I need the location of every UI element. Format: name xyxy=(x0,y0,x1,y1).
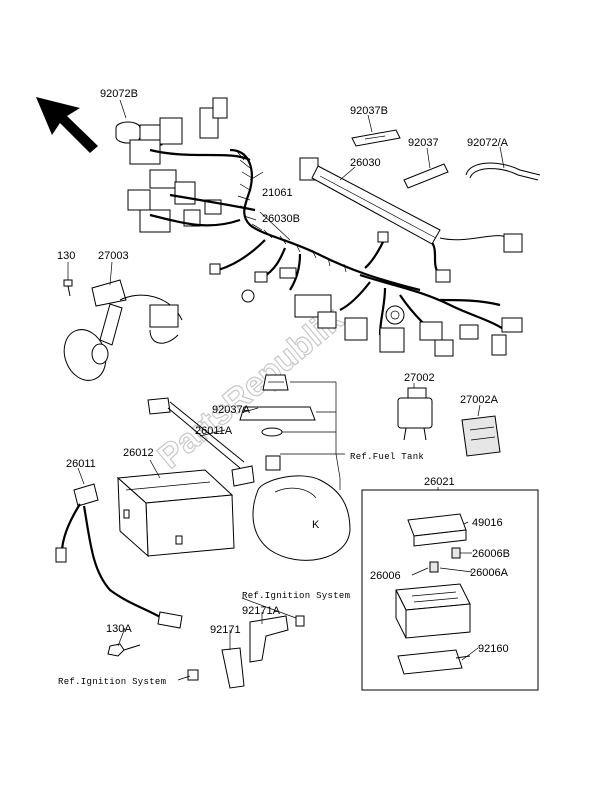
label-26011: 26011 xyxy=(66,458,96,470)
part-26011-cable[interactable] xyxy=(55,483,183,629)
label-26006B: 26006B xyxy=(472,548,510,560)
label-26021: 26021 xyxy=(424,476,455,488)
label-27002A: 27002A xyxy=(460,394,499,406)
part-27002A-connector[interactable] xyxy=(461,415,501,457)
ref-ignition-system-lower: Ref.Ignition System xyxy=(58,677,166,687)
label-92037A: 92037A xyxy=(212,404,251,416)
label-92171A: 92171A xyxy=(242,605,281,617)
label-26011A: 26011A xyxy=(195,425,233,437)
label-26006: 26006 xyxy=(370,570,401,582)
part-92171A-bracket[interactable] xyxy=(249,615,305,663)
box-26021-group xyxy=(361,489,539,691)
part-27002-switch[interactable] xyxy=(397,387,433,441)
label-92037: 92037 xyxy=(408,137,439,149)
direction-arrow-icon xyxy=(36,97,98,153)
label-27002: 27002 xyxy=(404,372,435,384)
part-92160-cover[interactable] xyxy=(397,649,471,675)
part-92037B-clamp[interactable] xyxy=(351,129,401,147)
part-92037-clamp[interactable] xyxy=(403,163,449,189)
label-26030: 26030 xyxy=(350,157,381,169)
label-92072B: 92072B xyxy=(100,88,138,100)
part-fuel-tank-group[interactable]: K xyxy=(239,374,351,561)
part-26006B-fuse[interactable] xyxy=(451,547,461,559)
part-26021-junction-box[interactable] xyxy=(395,583,471,639)
svg-text:K: K xyxy=(312,519,320,531)
leader-lines xyxy=(67,99,505,681)
label-26030B: 26030B xyxy=(262,213,300,225)
part-92171-bracket[interactable] xyxy=(187,647,245,689)
part-130A-bolt[interactable] xyxy=(107,643,141,657)
part-27003-horn[interactable] xyxy=(57,279,183,386)
part-92072A-band[interactable] xyxy=(465,162,541,181)
label-92037B: 92037B xyxy=(350,105,388,117)
label-92072A: 92072/A xyxy=(467,137,509,149)
reference-notes: Ref.Fuel Tank Ref.Ignition System Ref.Ig… xyxy=(58,452,424,687)
label-92171: 92171 xyxy=(210,624,241,636)
part-49016-cover[interactable] xyxy=(407,513,467,547)
part-26030-harness-tube[interactable] xyxy=(299,157,523,253)
wiring-harness-main[interactable] xyxy=(127,97,523,357)
ref-ignition-system-upper: Ref.Ignition System xyxy=(242,591,350,601)
part-26012-battery[interactable] xyxy=(116,469,235,558)
label-49016: 49016 xyxy=(472,517,503,529)
label-27003: 27003 xyxy=(98,250,129,262)
part-130-bolt[interactable] xyxy=(63,279,73,297)
part-labels: 92072B 92037B 92037 92072/A 26030 21061 … xyxy=(57,88,510,655)
label-26006A: 26006A xyxy=(470,567,509,579)
part-26006A-fuse[interactable] xyxy=(429,561,439,573)
label-130A: 130A xyxy=(106,623,132,635)
label-26012: 26012 xyxy=(123,447,154,459)
label-92160: 92160 xyxy=(478,643,509,655)
label-130: 130 xyxy=(57,250,75,262)
part-26011A-strap[interactable] xyxy=(147,397,255,487)
label-21061: 21061 xyxy=(262,187,293,199)
ref-fuel-tank: Ref.Fuel Tank xyxy=(350,452,424,462)
